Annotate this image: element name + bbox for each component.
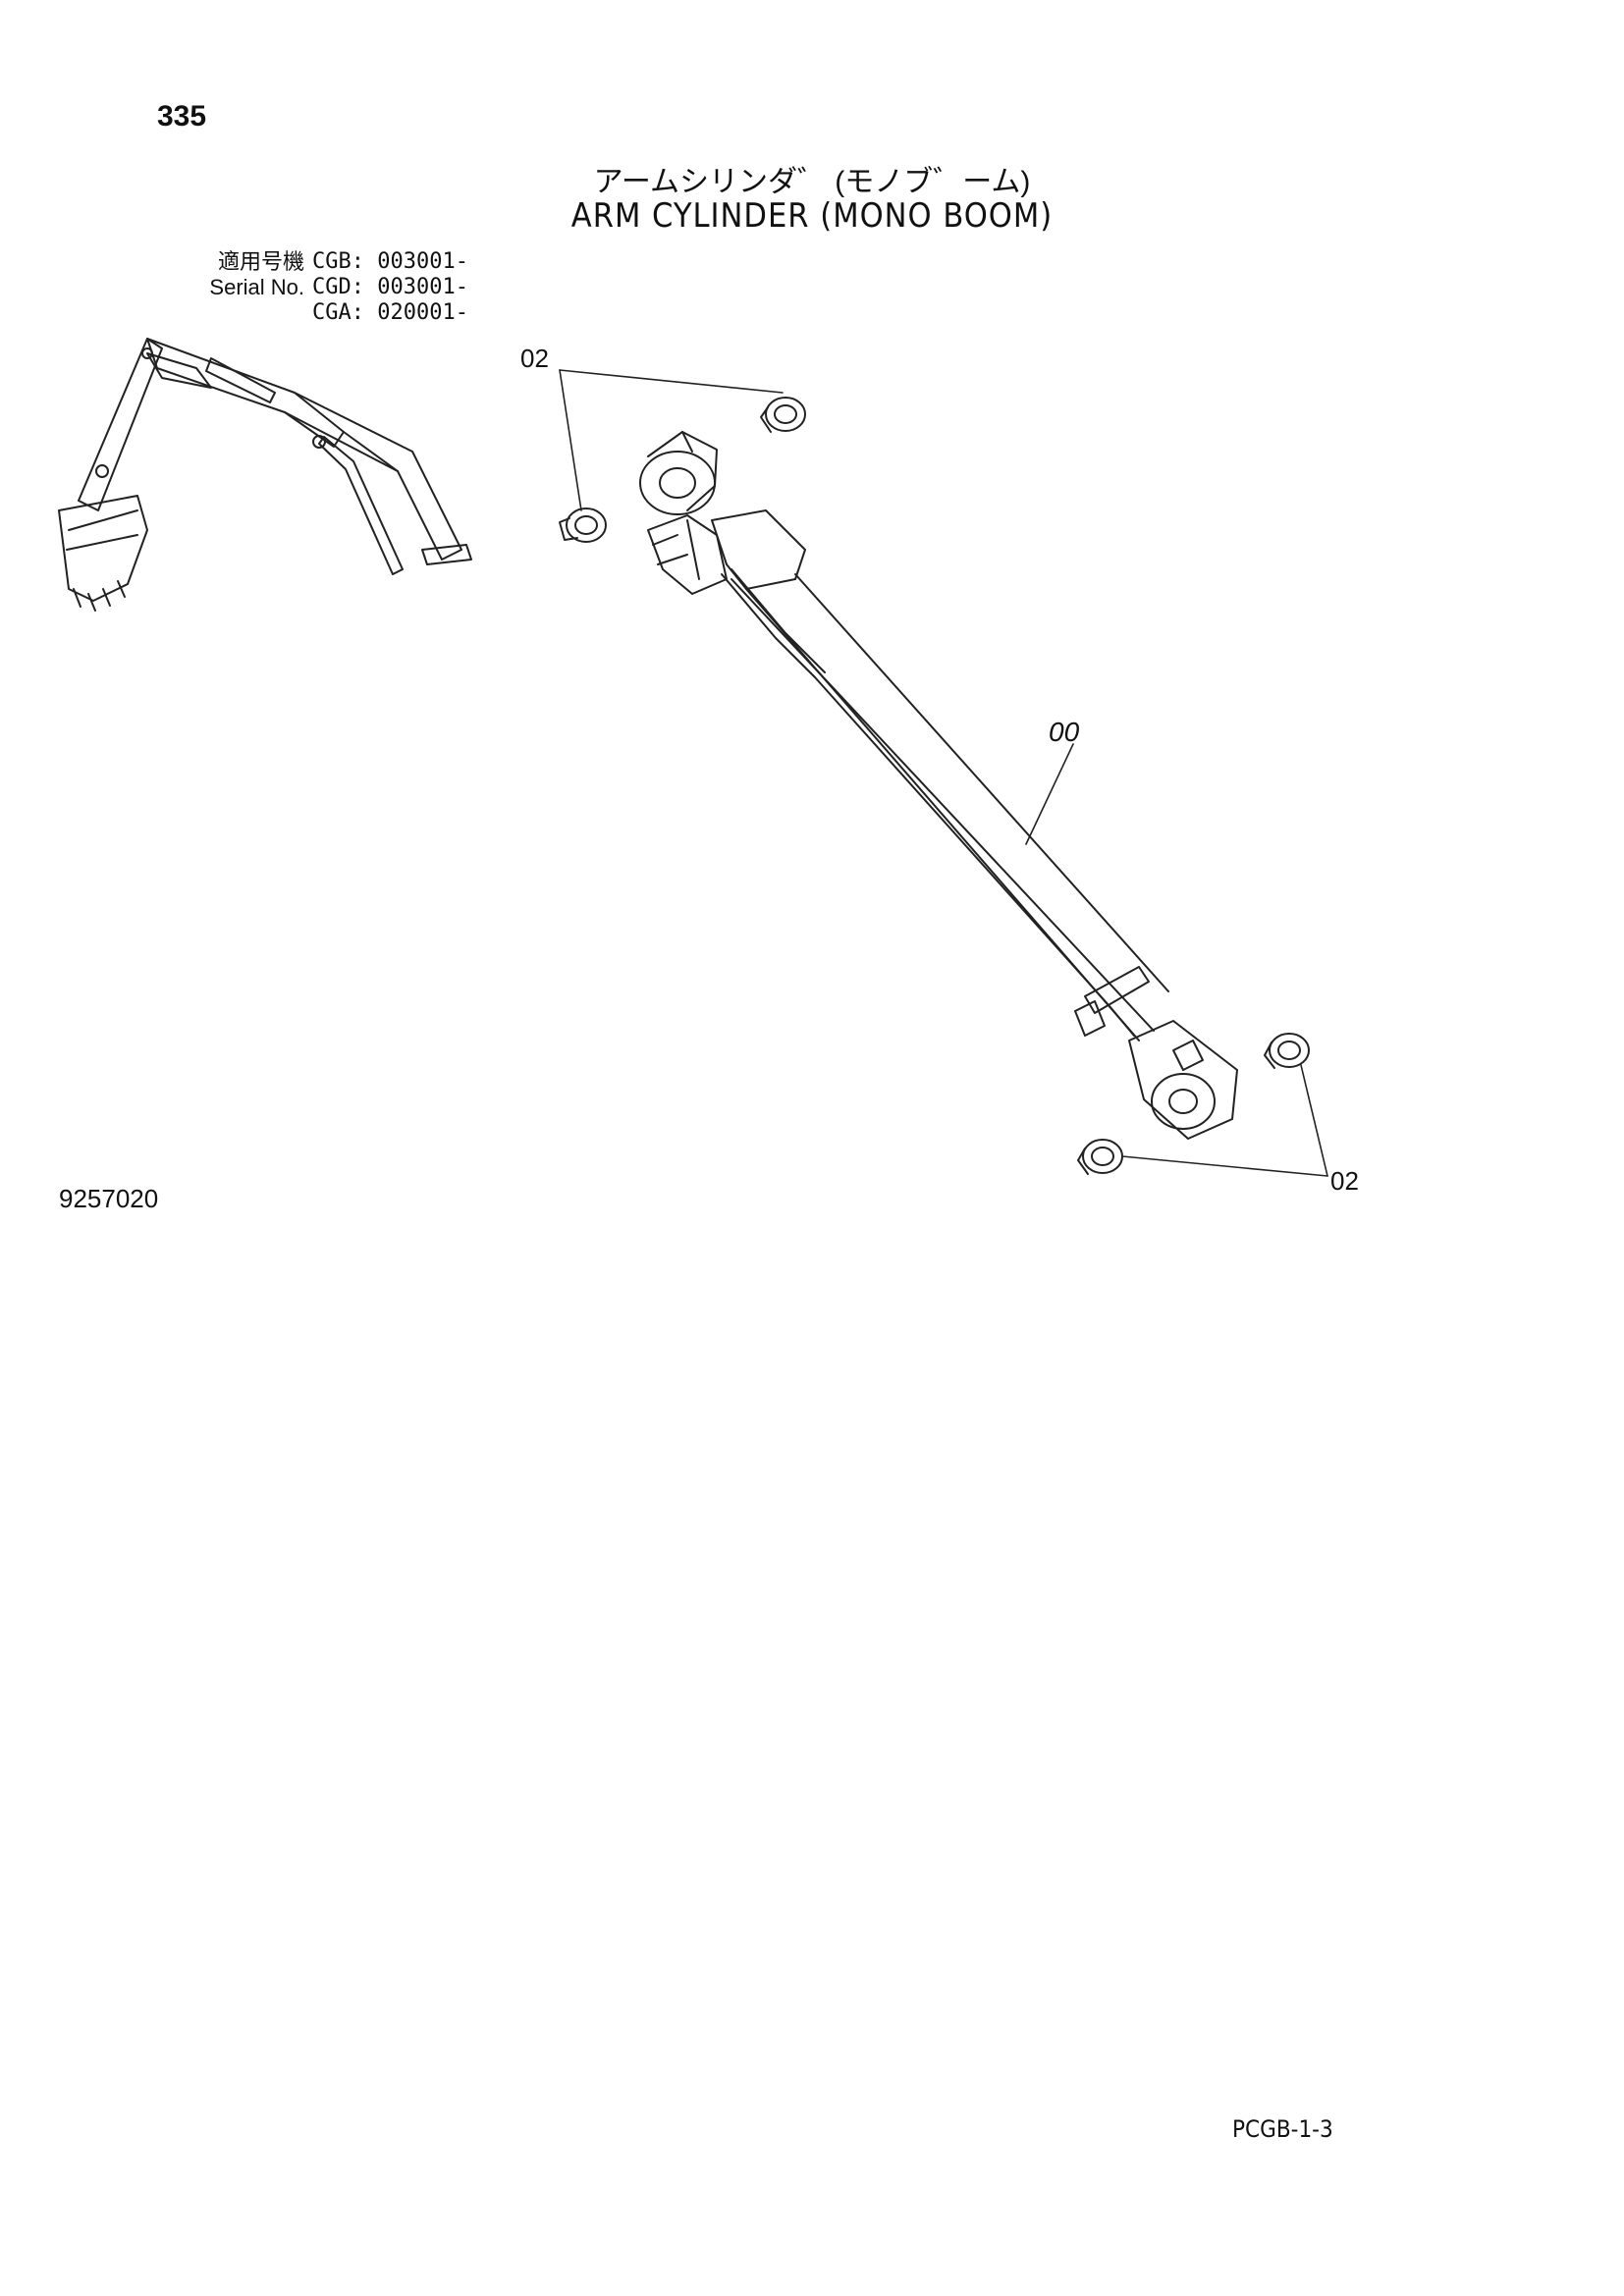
serial-range: 020001- <box>377 300 468 325</box>
bushing-top-right <box>760 397 806 433</box>
excavator-arm-thumbnail <box>58 338 472 612</box>
serial-model: CGD: <box>312 275 364 299</box>
bushing-bottom-left <box>1077 1139 1123 1175</box>
title-english: ARM CYLINDER (MONO BOOM) <box>570 196 1054 236</box>
serial-list: CGB: 003001- CGD: 003001- CGA: 020001- <box>312 249 528 326</box>
page-number: 335 <box>157 100 207 133</box>
footer-code: PCGB-1-3 <box>1232 2115 1333 2143</box>
serial-entry: CGA: 020001- <box>312 300 528 326</box>
serial-range: 003001- <box>377 249 468 274</box>
serial-labels: 適用号機 Serial No. <box>147 249 304 300</box>
bushing-top-left <box>559 507 607 543</box>
callout-seal-bottom: 02 <box>1330 1166 1359 1196</box>
arm-cylinder <box>639 431 1238 1140</box>
callout-seal-top: 02 <box>520 344 549 373</box>
serial-label-en: Serial No. <box>209 275 304 299</box>
callout-cylinder: 00 <box>1049 717 1080 747</box>
serial-entry: CGD: 003001- <box>312 275 528 300</box>
serial-model: CGB: <box>312 249 364 274</box>
drawing-number: 9257020 <box>59 1184 159 1213</box>
serial-entry: CGB: 003001- <box>312 249 528 275</box>
serial-model: CGA: <box>312 300 364 325</box>
title-japanese: アームシリンダ゛ (モノブ゛ーム) <box>593 166 1031 198</box>
leader-lines <box>559 369 1328 1177</box>
bushing-bottom-right <box>1264 1033 1310 1069</box>
serial-label-jp: 適用号機 <box>217 249 304 274</box>
serial-range: 003001- <box>377 275 468 299</box>
